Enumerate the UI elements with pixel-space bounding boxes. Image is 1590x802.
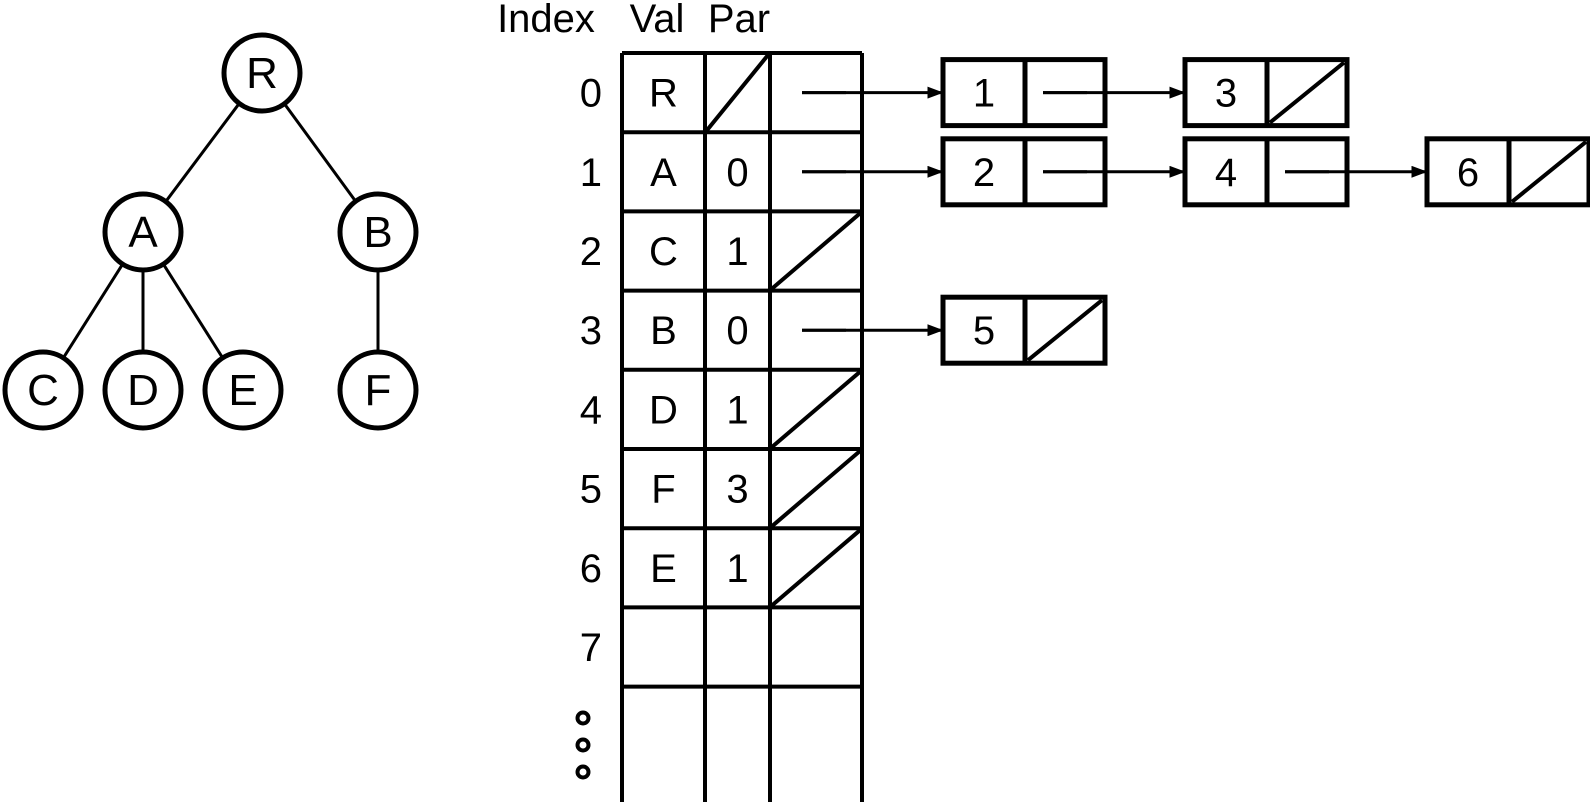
tree-node-circle [202, 349, 284, 431]
tree-node-circle [2, 349, 84, 431]
null-slash-icon [1510, 140, 1588, 204]
table-index-label: 5 [580, 468, 602, 512]
list-node-value: 1 [973, 72, 995, 116]
table-cell-val: C [649, 230, 678, 274]
table-cell-par: 3 [726, 468, 748, 512]
list-node[interactable]: 3 [1182, 57, 1350, 129]
null-slash-icon [770, 370, 862, 449]
table-index-label: 0 [580, 72, 602, 116]
tree-node-b[interactable]: B [337, 191, 419, 273]
header-par: Par [708, 0, 770, 41]
table-row[interactable]: 3 B 0 [580, 309, 749, 353]
table-row[interactable]: 6 E 1 [580, 528, 862, 607]
table-index-label: 2 [580, 230, 602, 274]
tree-node-label: D [127, 366, 159, 415]
tree-node-label: F [365, 366, 392, 415]
tree-node-label: A [128, 208, 158, 257]
tree-node-label: C [27, 366, 59, 415]
tree-node-circle [221, 32, 303, 114]
table-cell-par: 1 [726, 547, 748, 591]
null-slash-icon [770, 211, 862, 291]
list-node-value: 4 [1215, 151, 1237, 195]
tree-edge-r-b [283, 102, 357, 203]
list-node-value: 2 [973, 151, 995, 195]
table-index-label: 4 [580, 388, 602, 432]
header-index: Index [497, 0, 595, 41]
table-cell-val: F [651, 468, 675, 512]
table-index-label: 7 [580, 626, 602, 670]
ellipsis-dot-icon [575, 710, 591, 726]
table-cell-par: 1 [726, 388, 748, 432]
list-node-value: 6 [1457, 151, 1479, 195]
table-cell-val: R [649, 72, 678, 116]
ellipsis-dot-icon [575, 737, 591, 753]
table-cell-val: A [650, 151, 677, 195]
table-row[interactable]: 2 C 1 [580, 211, 862, 291]
list-node[interactable]: 6 [1424, 136, 1590, 208]
tree-node-d[interactable]: D [102, 349, 184, 431]
tree-node-circle [337, 349, 419, 431]
tree-node-circle [337, 191, 419, 273]
table-row[interactable]: 4 D 1 [580, 370, 862, 449]
table-cell-par: 0 [726, 151, 748, 195]
tree-node-circle [102, 191, 184, 273]
table-index-label: 1 [580, 151, 602, 195]
tree-node-label: B [363, 208, 392, 257]
table-cell-par: 0 [726, 309, 748, 353]
ellipsis-dot-icon [575, 764, 591, 780]
table-cell-val: D [649, 388, 678, 432]
tree-node-c[interactable]: C [2, 349, 84, 431]
table-index-label: 3 [580, 309, 602, 353]
null-slash-icon [705, 53, 770, 132]
list-node-value: 5 [973, 309, 995, 353]
tree-node-r[interactable]: R [221, 32, 303, 114]
tree-node-label: E [228, 366, 257, 415]
tree-edge-a-e [162, 263, 224, 359]
table-cell-par: 1 [726, 230, 748, 274]
tree-node-label: R [246, 49, 278, 98]
table-cell-val: B [650, 309, 677, 353]
tree-node-circle [102, 349, 184, 431]
linked-list-chain: 5 [802, 294, 1108, 366]
tree-edge-a-c [62, 263, 124, 359]
table-index-label: 6 [580, 547, 602, 591]
tree-diagram: R A B C D E F [2, 32, 419, 431]
table-cell-val: E [650, 547, 677, 591]
list-node[interactable]: 5 [940, 294, 1108, 366]
null-slash-icon [770, 528, 862, 607]
list-node-value: 3 [1215, 72, 1237, 116]
header-val: Val [630, 0, 685, 41]
tree-node-a[interactable]: A [102, 191, 184, 273]
null-slash-icon [770, 449, 862, 528]
table-row[interactable]: 5 F 3 [580, 449, 862, 528]
table-row[interactable]: 7 [580, 626, 602, 670]
null-slash-icon [1026, 298, 1104, 362]
linked-list-chain: 2 4 6 [802, 136, 1590, 208]
tree-edge-r-a [164, 102, 241, 203]
tree-node-f[interactable]: F [337, 349, 419, 431]
null-slash-icon [1268, 61, 1346, 125]
column-headers: Index Val Par [497, 0, 770, 41]
table-row[interactable]: 1 A 0 [580, 151, 749, 195]
tree-node-e[interactable]: E [202, 349, 284, 431]
